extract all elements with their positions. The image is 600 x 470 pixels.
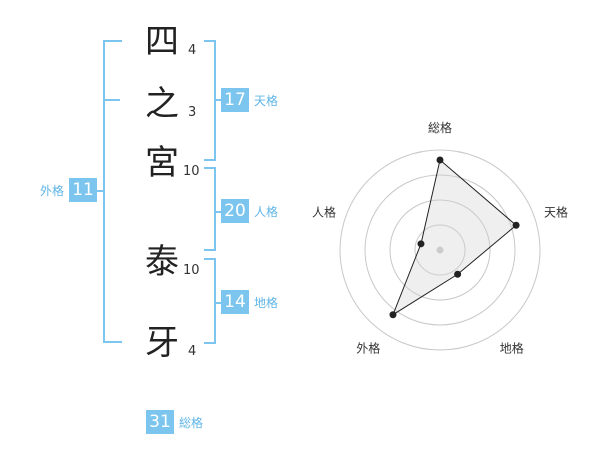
jinkaku-badge: 20 人格 — [221, 199, 278, 223]
gaikaku-value: 11 — [69, 178, 98, 202]
stroke-count-3: 10 — [183, 164, 200, 179]
chikaku-label: 地格 — [254, 295, 279, 310]
name-char-5: 牙 — [145, 323, 179, 363]
radar-ring — [389, 199, 491, 301]
radar-center-dot — [436, 246, 444, 254]
radar-ring — [364, 174, 516, 326]
jinkaku-bracket — [204, 167, 216, 251]
chikaku-badge: 14 地格 — [221, 290, 278, 314]
radar-axis-label-1: 総格 — [428, 120, 452, 135]
name-char-1: 四 — [145, 22, 179, 62]
radar-axis-label-4: 外格 — [356, 341, 380, 356]
stroke-count-4: 10 — [183, 263, 200, 278]
chikaku-bracket — [204, 258, 216, 344]
gaikaku-bracket-connector — [95, 190, 103, 192]
radar-ring — [414, 224, 466, 276]
stroke-count-2: 3 — [188, 105, 197, 120]
stroke-count-1: 4 — [188, 43, 197, 58]
radar-axis-label-5: 人格 — [312, 204, 336, 219]
radar-area — [391, 159, 517, 316]
chikaku-value: 14 — [221, 290, 249, 314]
soukaku-badge: 31 総格 — [146, 410, 203, 434]
soukaku-label: 総格 — [179, 415, 204, 430]
chikaku-bracket-connector — [214, 302, 221, 304]
radar-ring — [339, 149, 541, 351]
radar-point-4 — [389, 311, 397, 319]
radar-point-2 — [512, 221, 520, 229]
gaikaku-bracket — [103, 40, 122, 343]
gaikaku-bracket-tick — [103, 99, 120, 101]
radar-point-5 — [417, 240, 425, 248]
tenkaku-badge: 17 天格 — [221, 88, 278, 112]
jinkaku-bracket-connector — [214, 211, 221, 213]
jinkaku-label: 人格 — [254, 204, 279, 219]
tenkaku-label: 天格 — [254, 93, 279, 108]
tenkaku-bracket-connector — [214, 99, 221, 101]
stroke-count-5: 4 — [188, 344, 197, 359]
jinkaku-value: 20 — [221, 199, 249, 223]
name-char-3: 宮 — [145, 143, 179, 183]
tenkaku-value: 17 — [221, 88, 249, 112]
radar-axis-label-3: 地格 — [500, 341, 524, 356]
name-char-4: 泰 — [145, 242, 179, 282]
name-char-2: 之 — [145, 84, 179, 124]
radar-point-1 — [436, 156, 444, 164]
gaikaku-label: 外格 — [40, 183, 65, 198]
radar-point-3 — [454, 270, 462, 278]
gaikaku-badge: 外格 11 — [40, 178, 98, 202]
radar-axis-label-2: 天格 — [544, 204, 568, 219]
soukaku-value: 31 — [146, 410, 174, 434]
